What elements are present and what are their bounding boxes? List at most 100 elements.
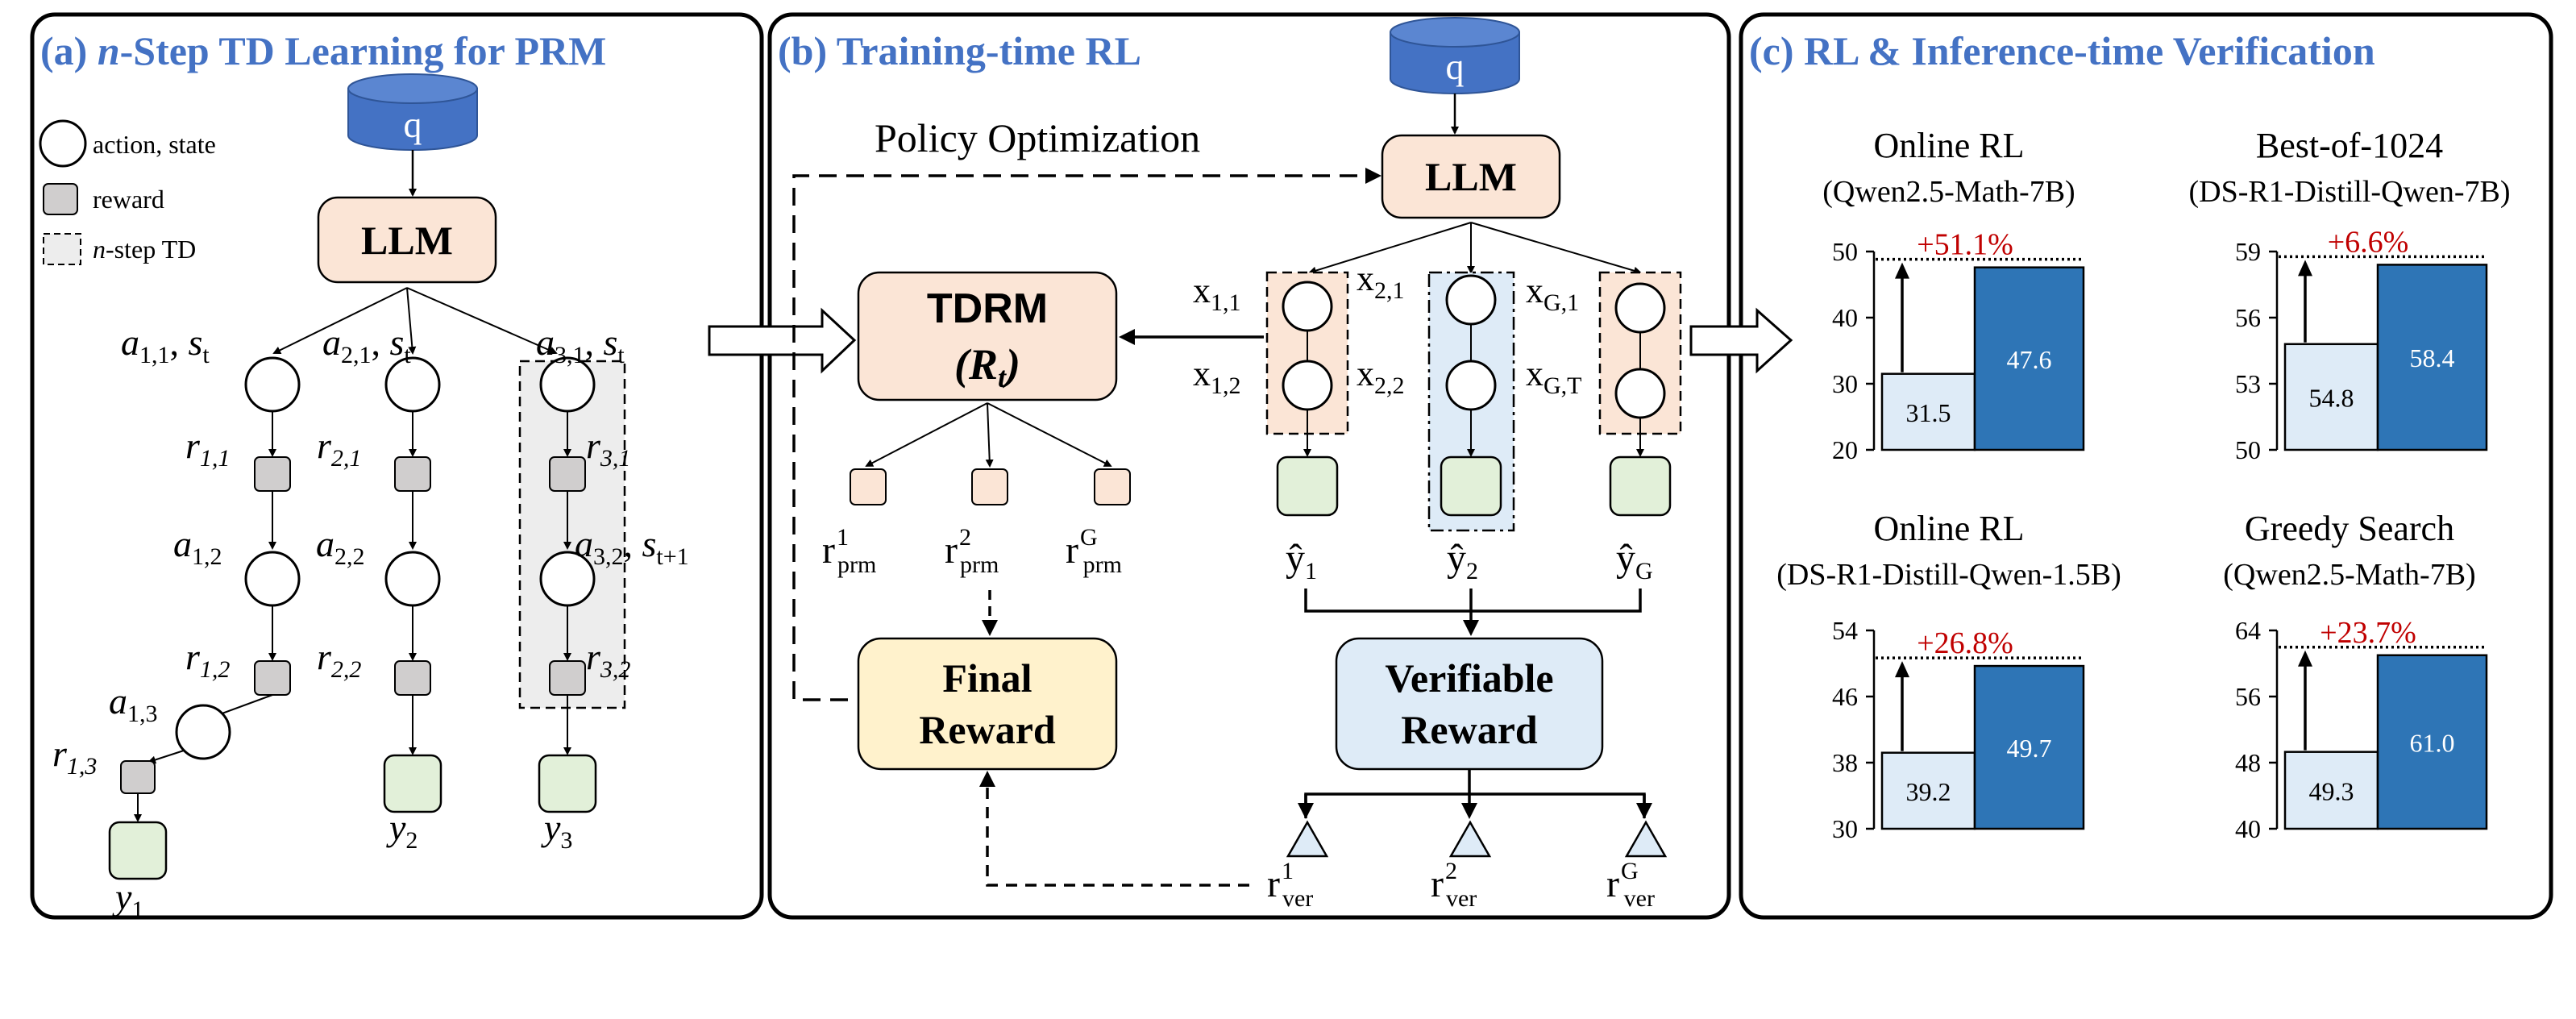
chart-best-of-1024: Best-of-1024 (DS-R1-Distill-Qwen-7B) 505… <box>2189 126 2511 464</box>
verifier-to-final-arrow <box>979 771 1249 887</box>
chart-2-increase-arrow-head <box>2298 260 2312 277</box>
prm-reward-1 <box>850 468 887 505</box>
q-label-b: q <box>1446 46 1465 87</box>
verifier-triangle-1 <box>1286 820 1329 858</box>
chart-1-subtitle: (Qwen2.5-Math-7B) <box>1822 175 2075 209</box>
reward-3-2 <box>549 660 586 696</box>
answer-G <box>1609 455 1672 517</box>
chart-4-delta-label: +23.7% <box>2320 616 2416 650</box>
td-region <box>518 360 626 709</box>
chart-1-delta-label: +51.1% <box>1917 228 2013 262</box>
chart-2-tick-label: 59 <box>2235 237 2261 266</box>
legend: action, state reward n-step TD <box>39 119 216 265</box>
legend-td-icon <box>43 233 81 265</box>
reward-2-1 <box>394 456 431 492</box>
cand-2-step-1 <box>1445 274 1497 326</box>
label-x12: x1,2 <box>1193 354 1241 399</box>
llm-box-a <box>317 196 497 284</box>
label-r32: r3,2 <box>586 636 630 683</box>
label-a31-st: a3,1, st <box>536 322 625 368</box>
chart-3-tick-label: 30 <box>1832 814 1858 843</box>
llm-label-a: LLM <box>361 218 453 263</box>
prm-reward-2 <box>971 468 1008 505</box>
label-x21: x2,1 <box>1357 259 1405 304</box>
chart-1-tick-label: 40 <box>1832 303 1858 332</box>
chart-4-tick-label: 64 <box>2235 616 2261 645</box>
reward-3-1 <box>549 456 586 492</box>
cand-G-step-2 <box>1614 368 1666 419</box>
label-x11: x1,1 <box>1193 271 1241 316</box>
q-label-a: q <box>404 104 422 145</box>
verifier-triangle-G <box>1624 820 1668 858</box>
policy-optimization-arrow <box>792 168 1381 701</box>
answer-2 <box>1440 455 1502 517</box>
panel-b-frame <box>767 12 1731 920</box>
legend-reward-label: reward <box>93 185 164 214</box>
chart-2-subtitle: (DS-R1-Distill-Qwen-7B) <box>2189 175 2511 209</box>
chart-3-value-baseline: 39.2 <box>1906 777 1951 806</box>
answer-1 <box>1276 455 1339 517</box>
label-r31: r3,1 <box>586 425 630 472</box>
state-2-1 <box>384 356 441 413</box>
chart-4-value-improved: 61.0 <box>2410 728 2455 757</box>
output-y2 <box>383 754 442 813</box>
chart-1-tick-label: 30 <box>1832 369 1858 398</box>
chart-3-tick-label: 46 <box>1832 682 1858 711</box>
chart-3-subtitle: (DS-R1-Distill-Qwen-1.5B) <box>1776 558 2121 592</box>
chart-3-delta-label: +26.8% <box>1917 626 2013 660</box>
panel-c-frame <box>1739 12 2553 920</box>
q-database-b: q <box>1390 17 1520 94</box>
chart-2-tick-label: 53 <box>2235 369 2261 398</box>
chart-1-value-baseline: 31.5 <box>1906 398 1951 427</box>
label-a21-st: a2,1, st <box>322 322 411 368</box>
final-reward-box <box>857 637 1118 771</box>
label-r21: r2,1 <box>317 425 361 472</box>
chart-2-bar-baseline <box>2283 343 2379 451</box>
label-a22: a2,2 <box>316 523 365 570</box>
state-1-2 <box>244 551 301 607</box>
arrow-b-to-c <box>1689 307 1793 374</box>
chart-1-title: Online RL <box>1874 126 2025 165</box>
arrow-a-to-b <box>708 307 857 374</box>
output-y3 <box>538 754 597 813</box>
legend-td-label: n-step TD <box>93 235 196 264</box>
chart-1-value-improved: 47.6 <box>2007 345 2052 374</box>
label-yhat1: ŷ1 <box>1286 537 1317 584</box>
chart-4-title: Greedy Search <box>2245 509 2454 548</box>
chart-2-tick-label: 50 <box>2235 435 2261 464</box>
label-a32-st1: a3,2, st+1 <box>575 523 689 570</box>
cand-G-step-1 <box>1614 282 1666 334</box>
label-r22: r2,2 <box>317 636 361 683</box>
chart-online-rl-ds15b: Online RL (DS-R1-Distill-Qwen-1.5B) 30 38… <box>1776 509 2121 843</box>
cand-2-step-2 <box>1445 360 1497 411</box>
legend-state-label: action, state <box>93 130 216 159</box>
chart-4-bar-improved <box>2376 654 2488 830</box>
chart-2-value-improved: 58.4 <box>2410 343 2455 372</box>
chart-3-bar-improved <box>1973 664 2085 830</box>
panel-a-frame <box>30 12 764 920</box>
chart-greedy-search: Greedy Search (Qwen2.5-Math-7B) 40485664… <box>2223 509 2488 843</box>
final-reward-line1: Final <box>942 655 1032 701</box>
panel-b-title: (b) Training-time RL <box>778 28 1141 73</box>
verifiable-reward-line1: Verifiable <box>1385 655 1553 701</box>
chart-4-value-baseline: 49.3 <box>2309 776 2354 805</box>
label-r13: r1,3 <box>52 733 97 780</box>
state-1-3 <box>175 704 231 760</box>
chart-3-title: Online RL <box>1874 509 2025 548</box>
chart-3-increase-arrow-head <box>1895 661 1909 678</box>
reward-1-1 <box>254 456 291 492</box>
chart-4-tick-label: 48 <box>2235 748 2261 777</box>
chart-1-tick-label: 50 <box>1832 237 1858 266</box>
label-y2: y2 <box>386 807 418 854</box>
chart-2-bar-improved <box>2376 264 2488 451</box>
panel-a-title: (a) n-Step TD Learning for PRM <box>40 28 606 73</box>
label-r11: r1,1 <box>185 425 230 472</box>
chart-3-tick-label: 38 <box>1832 748 1858 777</box>
